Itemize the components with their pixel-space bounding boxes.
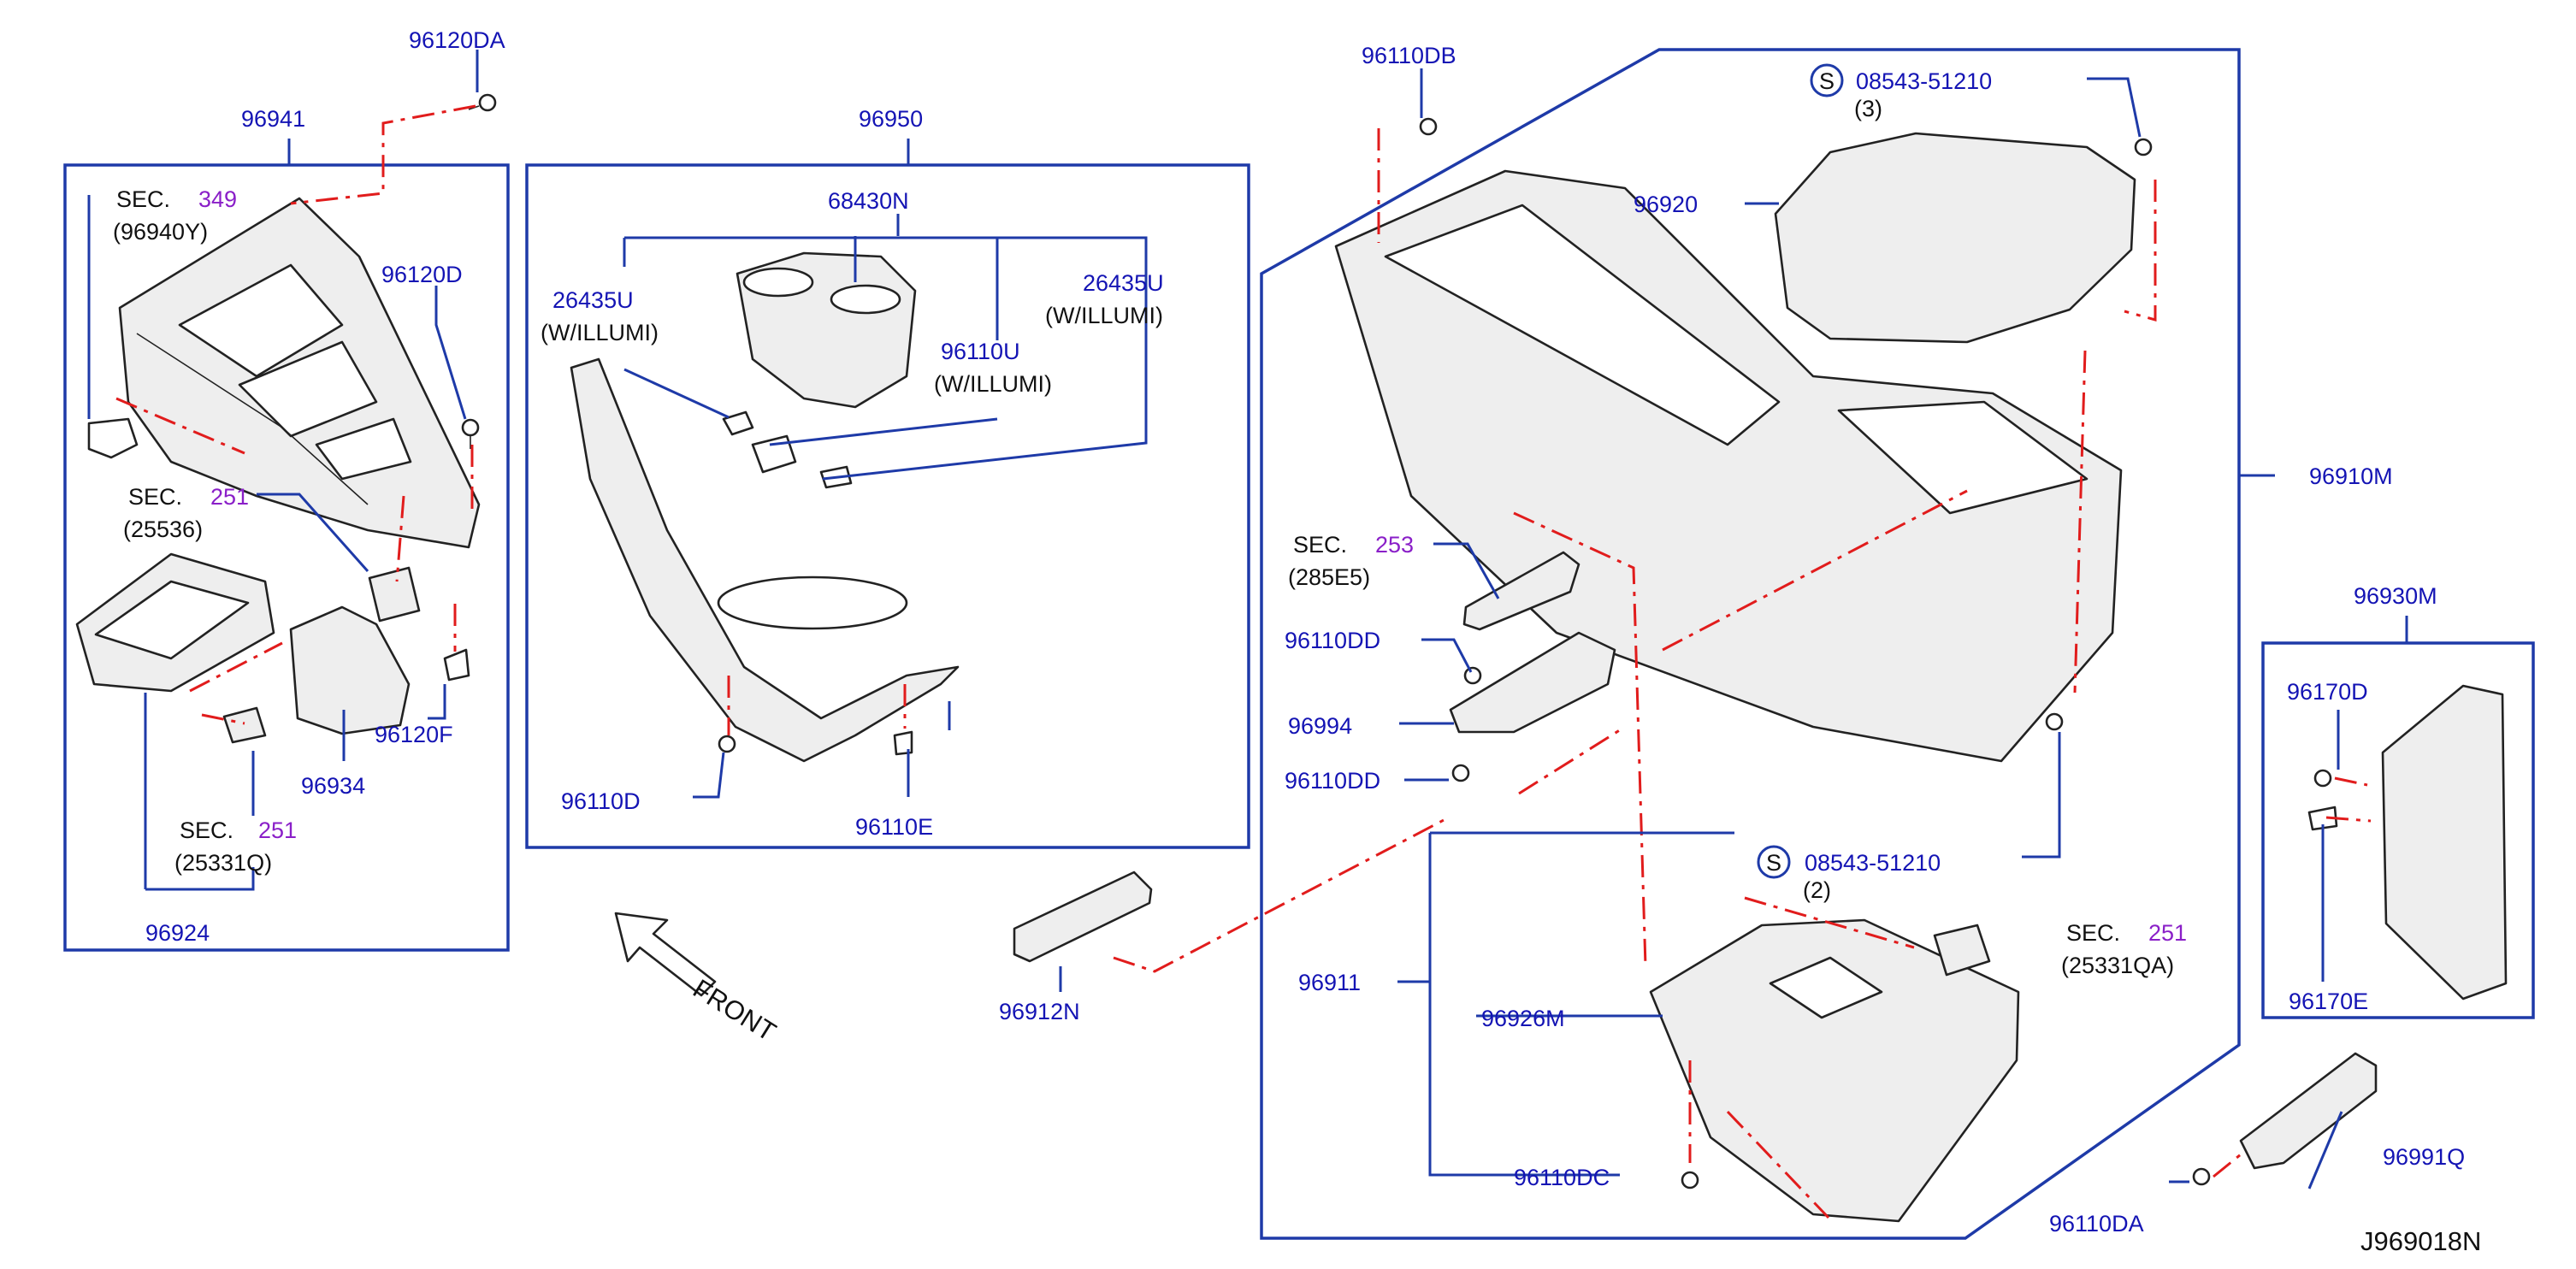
label-96110D: 96110D [561, 788, 641, 814]
label-screw-top-code: 08543-51210 [1856, 68, 1992, 94]
part-96934-boot [289, 605, 411, 735]
label-sec251-b: SEC. [180, 817, 233, 843]
part-96910M-console-body [1334, 169, 2123, 763]
label-96110DB: 96110DB [1362, 43, 1456, 68]
label-96110E: 96110E [855, 814, 933, 840]
front-label: FRONT [688, 973, 781, 1047]
label-96994: 96994 [1288, 713, 1352, 739]
label-sec251-a-sub: (25536) [123, 516, 203, 542]
label-96912N: 96912N [999, 999, 1080, 1024]
label-sec251-c: SEC. [2066, 920, 2120, 946]
svg-text:S: S [1819, 68, 1835, 94]
label-sec251-c-num: 251 [2148, 920, 2187, 946]
part-96110DC-screw [1681, 1171, 1699, 1189]
part-96110DD-screw-a [1463, 666, 1482, 685]
label-26435U-left-note: (W/ILLUMI) [541, 320, 659, 345]
label-sec253: SEC. [1293, 532, 1347, 558]
part-sec253-bracket [1462, 551, 1580, 631]
frame-96910M [1260, 48, 2241, 1240]
part-96920-lid [1774, 132, 2136, 344]
label-68430N: 68430N [828, 188, 909, 214]
label-sec251-a-num: 251 [210, 484, 249, 510]
part-screw-top [2134, 138, 2153, 156]
label-96110U: 96110U [941, 339, 1020, 364]
svg-text:S: S [1766, 850, 1781, 876]
label-screw-top-qty: (3) [1854, 96, 1882, 121]
part-96926M-box [1649, 918, 2020, 1223]
part-96991Q-bracket [2239, 1052, 2378, 1170]
label-96924: 96924 [145, 920, 210, 946]
label-96941: 96941 [241, 106, 305, 132]
label-96926M: 96926M [1481, 1006, 1565, 1031]
label-96120DA: 96120DA [409, 27, 505, 53]
frame-96930M [2261, 641, 2535, 1019]
label-96911: 96911 [1298, 970, 1361, 995]
part-96941-finisher [118, 197, 481, 549]
part-96110DB-screw [1419, 117, 1438, 136]
label-sec251-c-sub: (25331QA) [2061, 953, 2174, 978]
label-sec349-num: 349 [198, 186, 237, 212]
label-96920: 96920 [1634, 192, 1698, 217]
part-96110DD-screw-b [1451, 764, 1470, 782]
label-96910M: 96910M [2309, 463, 2393, 489]
part-26435U-lamp [722, 410, 754, 436]
label-96950: 96950 [859, 106, 923, 132]
label-sec253-num: 253 [1375, 532, 1414, 558]
part-96170E-clip [2307, 806, 2338, 831]
diagram-id: J969018N [2360, 1226, 2481, 1256]
label-sec349: SEC. [116, 186, 170, 212]
part-96110E-clip [893, 730, 913, 756]
part-96110U-connector [751, 434, 853, 489]
part-96912N-bracket [1013, 871, 1153, 963]
label-26435U-left: 26435U [552, 287, 634, 313]
frame-96950 [525, 163, 1250, 849]
label-26435U-right-note: (W/ILLUMI) [1045, 303, 1163, 328]
part-96110D-screw [718, 735, 736, 753]
part-96950-panel [570, 357, 960, 763]
part-96170D-screw [2313, 769, 2332, 788]
part-96994-bracket [1449, 631, 1616, 734]
part-96120D-screw [461, 418, 480, 449]
part-96120F-clip [443, 648, 470, 682]
label-96120D: 96120D [381, 262, 463, 287]
screw-symbol-mid: S [1757, 845, 1791, 879]
part-sec251-switch [368, 566, 421, 623]
leader-lines [87, 50, 2408, 1189]
label-sec251-b-sub: (25331Q) [174, 850, 272, 876]
part-96110DA-screw [2192, 1167, 2211, 1186]
part-screw-mid [2045, 712, 2064, 731]
label-sec349-sub: (96940Y) [113, 219, 208, 245]
part-96930M-pad [2381, 684, 2508, 1000]
frame-96941 [63, 163, 510, 952]
label-96934: 96934 [301, 773, 365, 799]
label-96110DA: 96110DA [2049, 1211, 2144, 1237]
part-sec251-socket [222, 706, 267, 744]
screw-symbol-top: S [1810, 63, 1844, 97]
part-sec349-clip [87, 417, 139, 459]
label-96170E: 96170E [2289, 989, 2368, 1014]
label-sec253-sub: (285E5) [1288, 564, 1370, 590]
part-68430N-cupholder [736, 251, 917, 409]
label-96930M: 96930M [2354, 583, 2437, 609]
label-sec251-a: SEC. [128, 484, 182, 510]
part-sec251-socket-c [1933, 924, 1991, 977]
part-96924-unit [75, 552, 275, 693]
label-screw-mid-code: 08543-51210 [1805, 850, 1941, 876]
part-96120DA-screw [468, 93, 497, 112]
label-sec251-b-num: 251 [258, 817, 297, 843]
label-26435U-right: 26435U [1083, 270, 1164, 296]
label-96170D: 96170D [2287, 679, 2368, 705]
label-96110DC: 96110DC [1514, 1165, 1610, 1190]
label-96120F: 96120F [375, 722, 453, 747]
front-arrow: FRONT [614, 912, 781, 1048]
label-96110U-note: (W/ILLUMI) [934, 371, 1052, 397]
label-screw-mid-qty: (2) [1803, 877, 1831, 903]
label-96991Q: 96991Q [2383, 1144, 2465, 1170]
label-96110DD-b: 96110DD [1285, 768, 1380, 794]
label-96110DD-a: 96110DD [1285, 628, 1380, 653]
